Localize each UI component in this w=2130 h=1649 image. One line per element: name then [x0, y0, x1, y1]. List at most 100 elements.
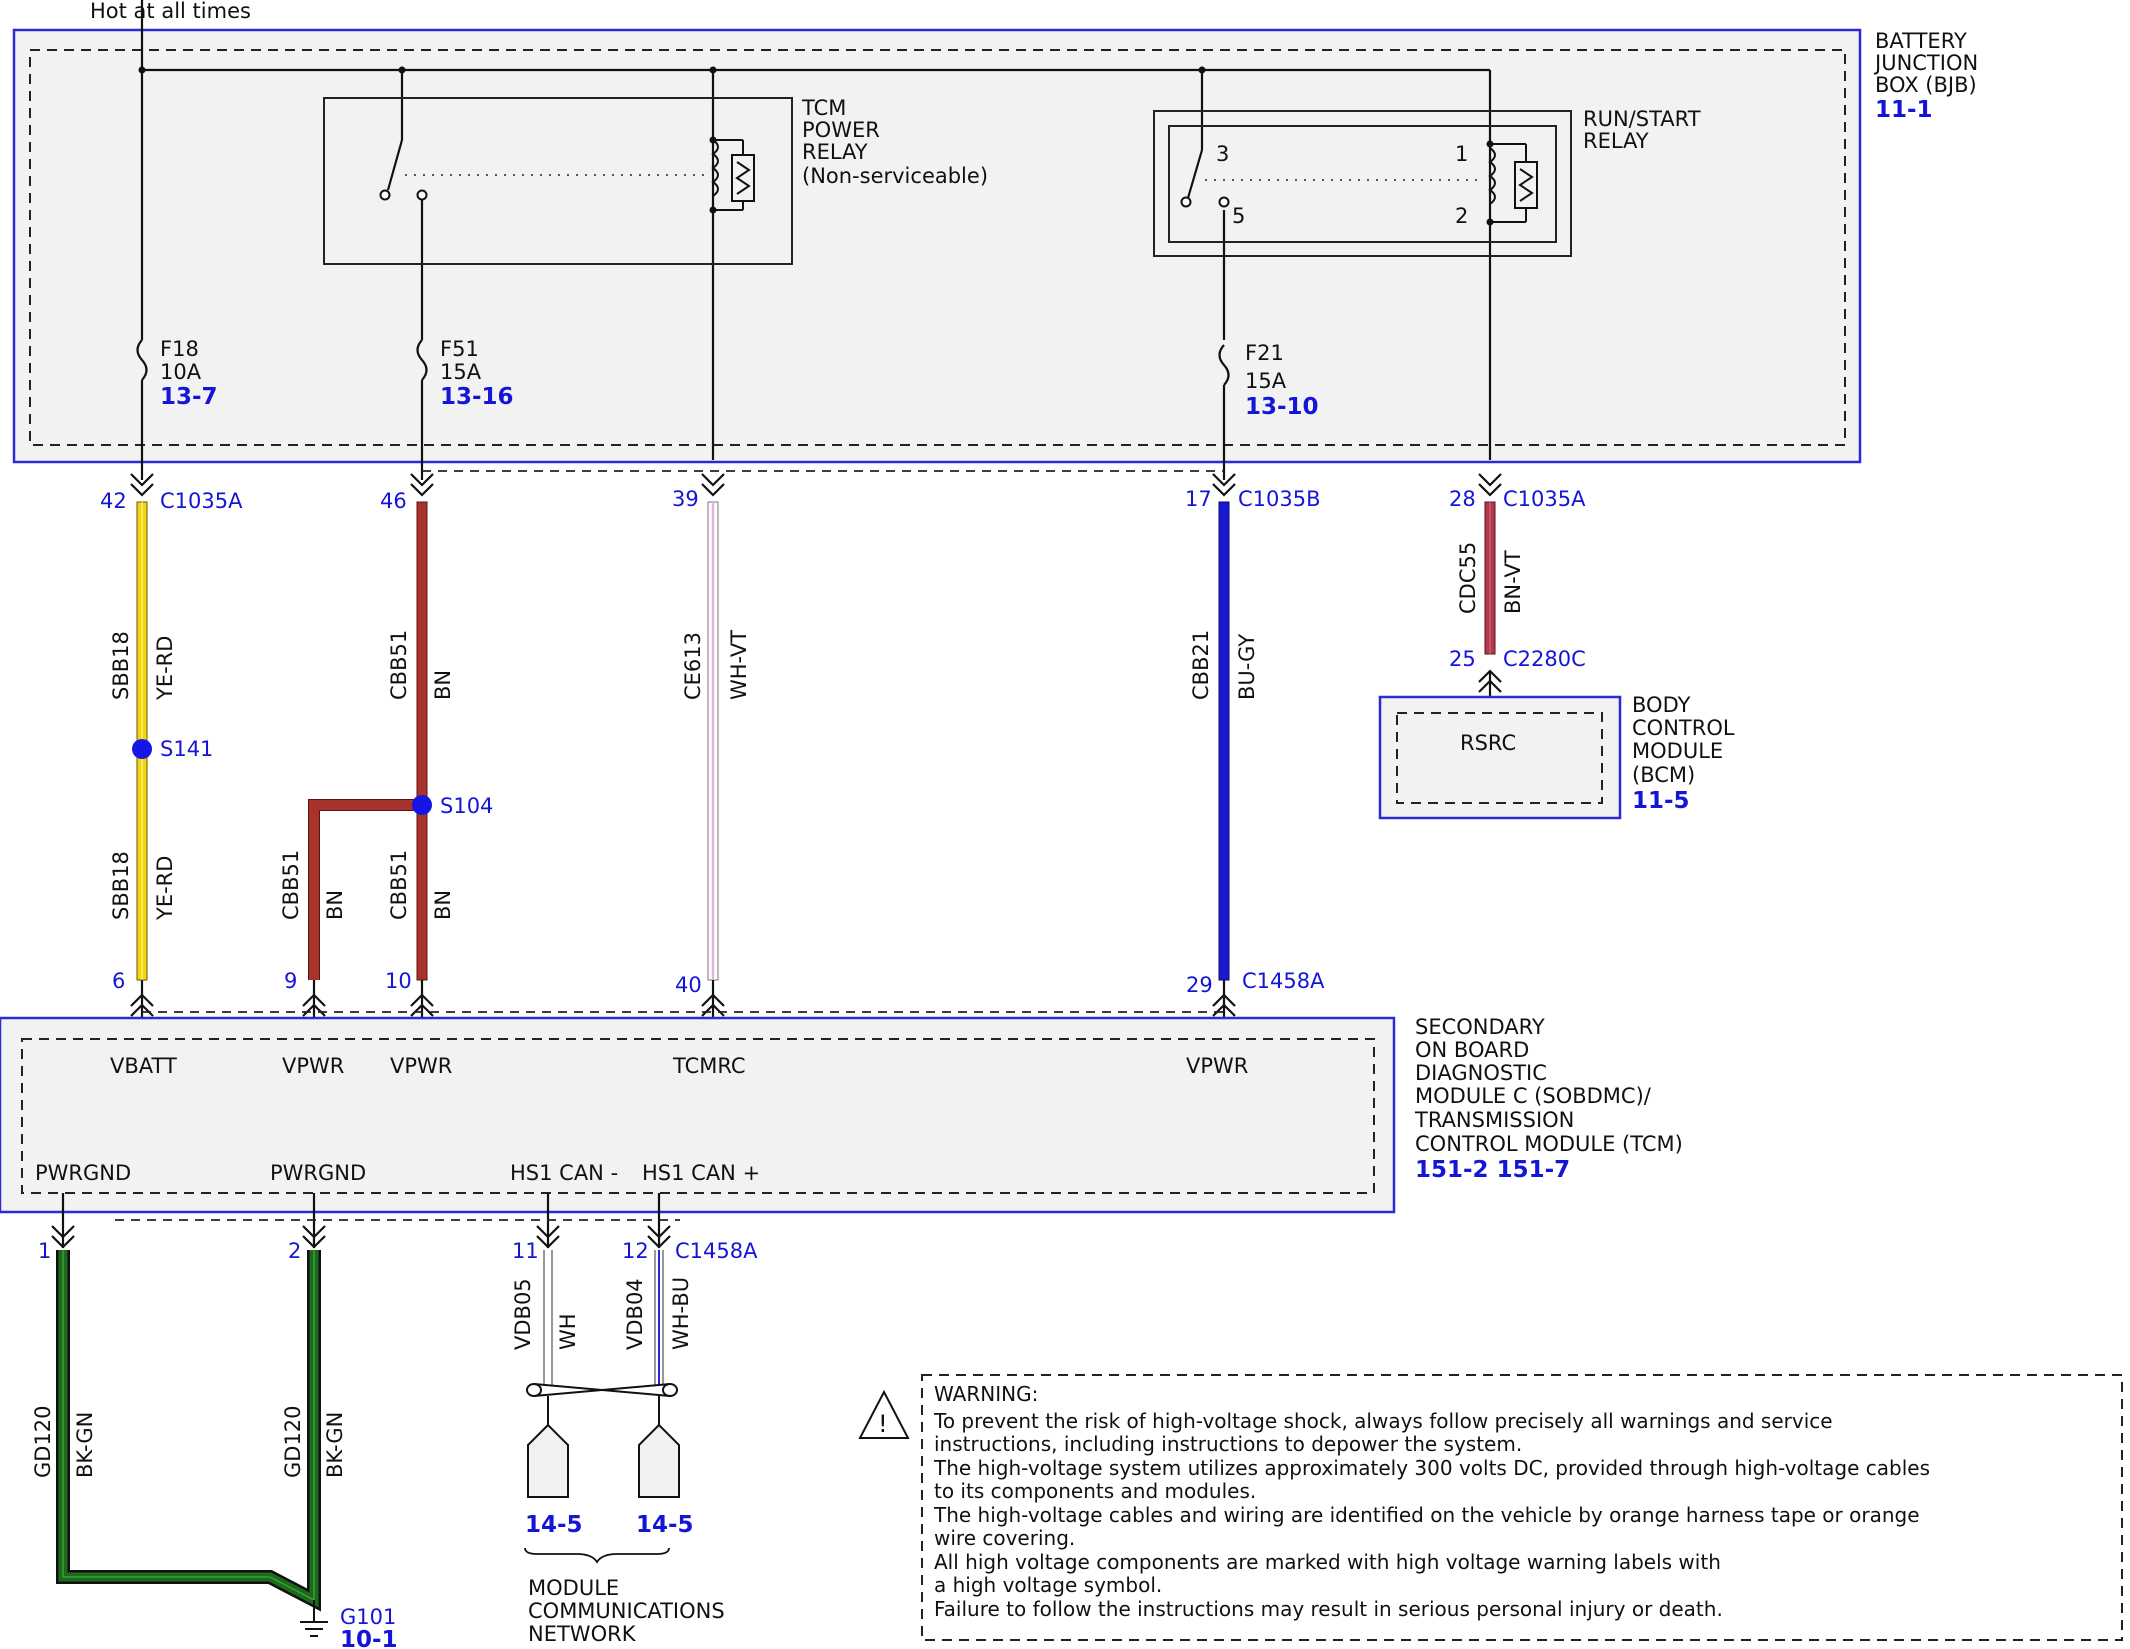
- svg-text:WH: WH: [556, 1313, 580, 1350]
- svg-text:11-5: 11-5: [1632, 788, 1690, 814]
- svg-text:15A: 15A: [1245, 369, 1287, 393]
- ground-ref: 10-1: [340, 1627, 398, 1649]
- svg-text:wire covering.: wire covering.: [934, 1526, 1075, 1550]
- module-top-pin-numbers: 6 9 10 40 29 C1458A: [112, 969, 1325, 997]
- svg-text:F21: F21: [1245, 341, 1284, 365]
- body-control-module: RSRC: [1378, 695, 1622, 820]
- module-label: SECONDARY ON BOARD DIAGNOSTIC MODULE C (…: [1414, 1015, 1683, 1183]
- sobdmc-tcm-module: [0, 1016, 1396, 1214]
- splice-s104: [412, 795, 432, 815]
- relay-pin-3: 3: [1216, 142, 1229, 166]
- svg-text:C1035A: C1035A: [1503, 487, 1586, 511]
- svg-text:RELAY: RELAY: [1583, 129, 1649, 153]
- bcm-label: BODY CONTROL MODULE (BCM) 11-5: [1632, 693, 1735, 814]
- svg-text:GD120: GD120: [281, 1405, 305, 1478]
- network-ref-2: 14-5: [636, 1512, 694, 1538]
- svg-text:instructions, including instru: instructions, including instructions to …: [934, 1432, 1522, 1456]
- svg-text:BOX (BJB): BOX (BJB): [1875, 73, 1977, 97]
- svg-text:VBATT: VBATT: [110, 1054, 177, 1078]
- svg-text:to its components and modules.: to its components and modules.: [934, 1479, 1256, 1503]
- ground-name: G101: [340, 1605, 396, 1629]
- svg-text:VPWR: VPWR: [282, 1054, 344, 1078]
- relay-pin-1: 1: [1455, 142, 1468, 166]
- module-pin-labels: VBATT VPWR VPWR TCMRC VPWR PWRGND PWRGND…: [35, 1054, 1248, 1185]
- relay-coil-icon: [1488, 143, 1538, 223]
- svg-text:WH-VT: WH-VT: [727, 630, 751, 700]
- svg-text:HS1 CAN +: HS1 CAN +: [642, 1161, 760, 1185]
- svg-text:VPWR: VPWR: [390, 1054, 452, 1078]
- relay-pin-2: 2: [1455, 204, 1468, 228]
- bcm-connector: C2280C: [1503, 647, 1586, 671]
- svg-text:NETWORK: NETWORK: [528, 1622, 637, 1646]
- svg-text:CONTROL MODULE (TCM): CONTROL MODULE (TCM): [1415, 1132, 1683, 1156]
- ground-wire-labels: GD120 BK-GN GD120 BK-GN: [31, 1405, 347, 1478]
- svg-text:All high voltage components ar: All high voltage components are marked w…: [934, 1550, 1721, 1574]
- svg-text:VDB05: VDB05: [511, 1278, 535, 1350]
- battery-junction-box: [12, 28, 1862, 464]
- svg-text:VPWR: VPWR: [1186, 1054, 1248, 1078]
- network-ref-1: 14-5: [525, 1512, 583, 1538]
- svg-text:17: 17: [1185, 487, 1212, 511]
- svg-text:42: 42: [100, 489, 127, 513]
- svg-text:29: 29: [1186, 973, 1213, 997]
- svg-text:TCM: TCM: [801, 96, 846, 120]
- svg-text:40: 40: [675, 973, 702, 997]
- svg-text:1: 1: [38, 1239, 51, 1263]
- svg-text:C1458A: C1458A: [1242, 969, 1325, 993]
- svg-text:13-16: 13-16: [440, 384, 514, 410]
- svg-text:CE613: CE613: [681, 632, 705, 700]
- svg-text:F18: F18: [160, 337, 199, 361]
- svg-text:28: 28: [1449, 487, 1476, 511]
- wire-gd120: [56, 1250, 321, 1622]
- svg-text:15A: 15A: [440, 360, 482, 384]
- svg-text:CBB51: CBB51: [387, 850, 411, 920]
- fuse-f18: F18 10A 13-7: [136, 337, 218, 480]
- svg-text:To prevent the risk of high-vo: To prevent the risk of high-voltage shoc…: [933, 1409, 1833, 1433]
- svg-text:BU-GY: BU-GY: [1235, 634, 1259, 700]
- bjb-junction-dots: [138, 66, 1206, 74]
- network-connector-icon: [527, 1423, 680, 1498]
- svg-text:The high-voltage cables and wi: The high-voltage cables and wiring are i…: [933, 1503, 1920, 1527]
- wire-vdb04: [654, 1250, 664, 1385]
- bcm-pin-label: RSRC: [1460, 731, 1516, 755]
- tcm-power-relay: [323, 97, 793, 265]
- svg-text:MODULE: MODULE: [528, 1576, 619, 1600]
- top-note: Hot at all times: [90, 0, 251, 23]
- svg-text:BODY: BODY: [1632, 693, 1691, 717]
- fuse-f51: F51 15A 13-16: [416, 337, 514, 480]
- svg-text:MODULE: MODULE: [1632, 739, 1723, 763]
- svg-text:12: 12: [622, 1239, 649, 1263]
- svg-text:CBB21: CBB21: [1189, 630, 1213, 700]
- splice-s104-label: S104: [440, 794, 493, 818]
- ground-icon: [300, 1621, 328, 1637]
- svg-text:JUNCTION: JUNCTION: [1873, 51, 1978, 75]
- svg-text:SBB18: SBB18: [109, 631, 133, 700]
- svg-text:BN: BN: [431, 890, 455, 920]
- svg-text:13-7: 13-7: [160, 384, 218, 410]
- run-start-relay: 3 1 5 2: [1153, 110, 1572, 257]
- svg-text:9: 9: [284, 969, 297, 993]
- svg-text:11: 11: [512, 1239, 539, 1263]
- network-brace: [524, 1547, 670, 1564]
- splice-s141-label: S141: [160, 737, 213, 761]
- svg-text:HS1 CAN -: HS1 CAN -: [510, 1161, 618, 1185]
- bjb-label: BATTERY JUNCTION BOX (BJB) 11-1: [1873, 29, 1978, 123]
- warning-box: WARNING: To prevent the risk of high-vol…: [921, 1374, 2123, 1641]
- svg-text:RUN/START: RUN/START: [1583, 107, 1701, 131]
- svg-text:F51: F51: [440, 337, 479, 361]
- svg-text:Failure to follow the instruct: Failure to follow the instructions may r…: [934, 1597, 1723, 1621]
- tcm-relay-label: TCM POWER RELAY (Non-serviceable): [801, 96, 988, 188]
- svg-text:DIAGNOSTIC: DIAGNOSTIC: [1415, 1061, 1547, 1085]
- wire-ce613: [707, 501, 719, 981]
- svg-text:C1035A: C1035A: [160, 489, 243, 513]
- svg-text:13-10: 13-10: [1245, 394, 1319, 420]
- svg-text:CBB51: CBB51: [387, 630, 411, 700]
- svg-text:CBB51: CBB51: [279, 850, 303, 920]
- svg-text:PWRGND: PWRGND: [270, 1161, 366, 1185]
- svg-text:(Non-serviceable): (Non-serviceable): [802, 164, 988, 188]
- svg-text:2: 2: [288, 1239, 301, 1263]
- svg-text:BN-VT: BN-VT: [1501, 550, 1525, 614]
- svg-text:GD120: GD120: [31, 1405, 55, 1478]
- run-start-relay-label: RUN/START RELAY: [1583, 107, 1701, 153]
- svg-text:SBB18: SBB18: [109, 851, 133, 920]
